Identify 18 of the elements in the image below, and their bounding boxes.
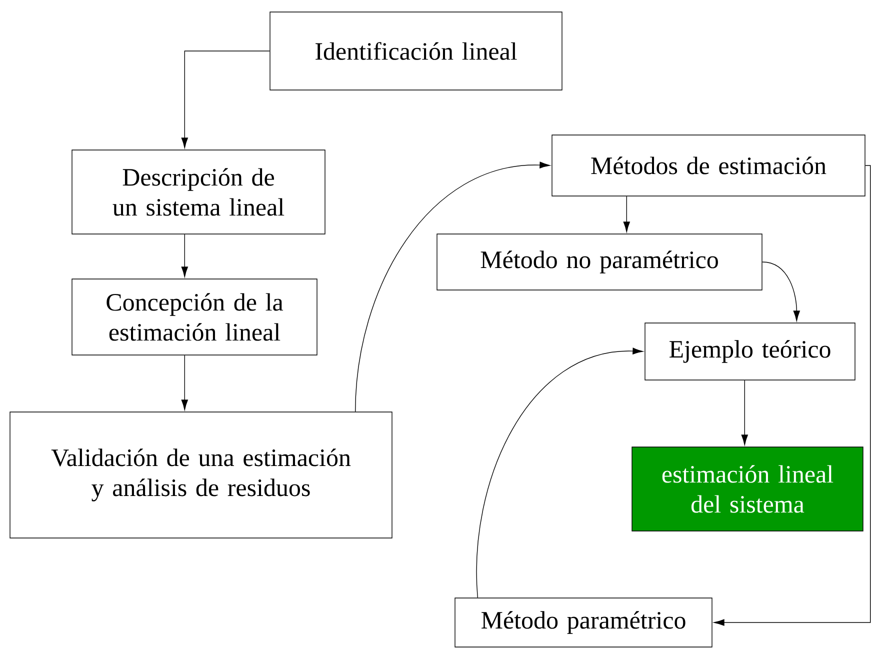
arrow [714,165,871,626]
process-box: Identificación lineal [270,12,562,90]
arrow [181,234,188,278]
arrow [181,354,188,410]
process-box: Descripción de un sistema lineal [72,150,326,234]
arrow [355,162,550,412]
arrow [623,196,630,232]
arrow [741,380,748,446]
arrow [762,262,800,322]
process-box: Método paramétrico [454,598,712,648]
process-box: Validación de una estimación y análisis de residuos [10,412,392,538]
arrow [181,50,270,148]
process-box: Métodos de estimación [552,134,866,196]
process-box: Ejemplo teórico [644,322,856,380]
process-box: Método no paramétrico [436,234,762,290]
result-box: estimación lineal del sistema [632,446,864,532]
arrow [476,348,644,598]
process-box: Concepción de la estimación lineal [72,278,318,356]
